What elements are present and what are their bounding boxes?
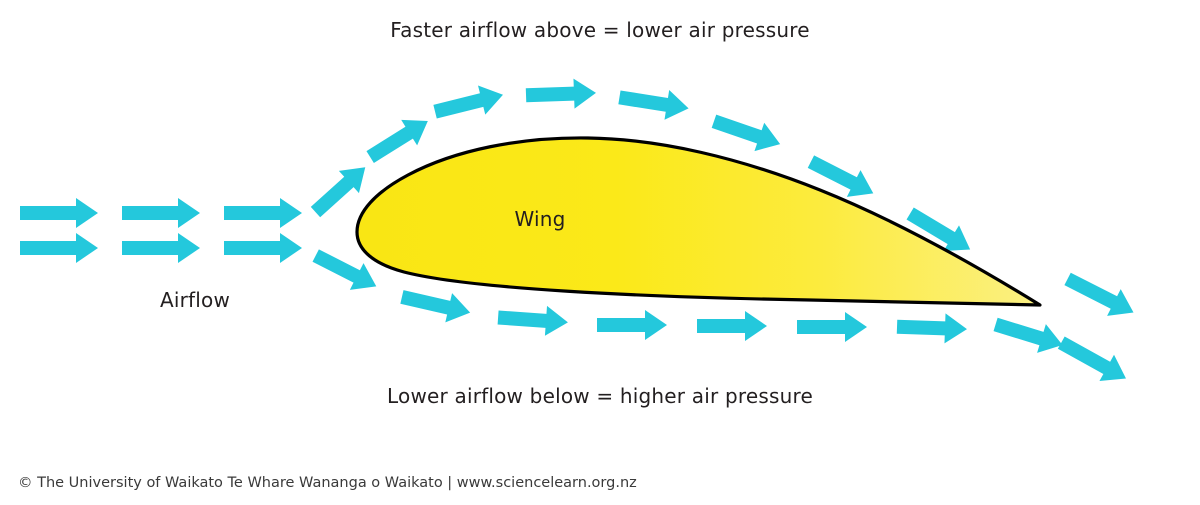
airflow-arrow-trailing (1057, 336, 1126, 381)
upper-airflow-stream (310, 78, 971, 252)
caption-upper-pressure: Faster airflow above = lower air pressur… (390, 18, 810, 42)
airflow-arrow-curved-upper (711, 114, 781, 152)
airflow-arrow-curved-upper (310, 167, 366, 218)
wing-airfoil-shape (355, 136, 1042, 307)
caption-lower-pressure: Lower airflow below = higher air pressur… (387, 384, 813, 408)
airflow-arrow-curved-lower (400, 290, 471, 323)
airflow-arrow-curved-upper (525, 78, 596, 109)
airflow-arrow-straight (224, 233, 302, 263)
label-airflow: Airflow (159, 288, 231, 312)
airflow-arrow-straight (224, 198, 302, 228)
airflow-arrow-curved-lower (697, 311, 767, 341)
airflow-arrow-curved-upper (807, 155, 874, 197)
straight-arrow-row-bottom (20, 233, 302, 263)
wing-outline (355, 136, 1042, 307)
label-wing: Wing (514, 207, 566, 231)
airflow-arrow-trailing (1064, 272, 1134, 316)
airflow-arrow-straight (20, 198, 98, 228)
trailing-airflow-arrows (1057, 272, 1134, 381)
credit-line: © The University of Waikato Te Whare Wan… (18, 475, 637, 491)
airflow-arrow-curved-lower (896, 313, 967, 344)
airflow-arrow-curved-lower (597, 310, 667, 340)
airflow-arrow-straight (122, 198, 200, 228)
airflow-arrow-curved-lower (497, 305, 568, 336)
lower-airflow-stream (312, 249, 1063, 353)
airflow-arrow-straight (122, 233, 200, 263)
airflow-arrow-curved-lower (797, 312, 867, 342)
airflow-arrow-curved-upper (906, 207, 971, 252)
airflow-arrow-curved-upper (366, 119, 428, 163)
airflow-arrow-straight (20, 233, 98, 263)
straight-arrow-row-top (20, 198, 302, 228)
airflow-arrow-curved-upper (433, 85, 503, 119)
airflow-arrow-curved-upper (618, 90, 689, 120)
airflow-arrow-curved-lower (312, 249, 377, 290)
airflow-arrow-curved-lower (993, 317, 1063, 353)
